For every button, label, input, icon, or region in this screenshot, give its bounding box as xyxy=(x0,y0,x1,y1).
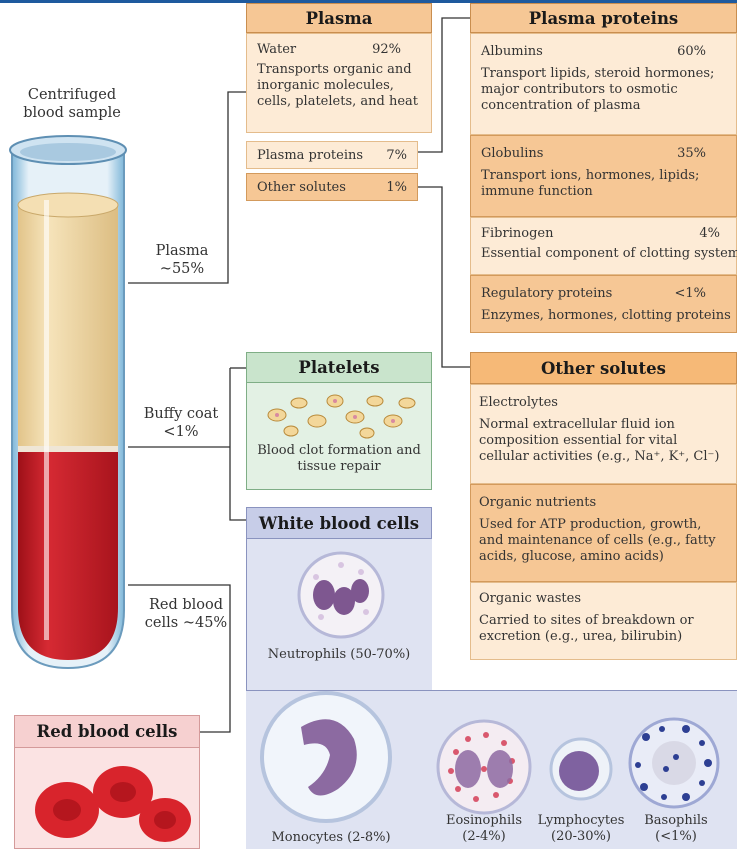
plasma-label: Plasma ~55% xyxy=(150,242,214,278)
plasma-proteins-row: Plasma proteins 7% xyxy=(246,141,418,169)
fibrinogen-pct: 4% xyxy=(699,226,720,242)
water-desc: Transports organic and inorganic molecul… xyxy=(257,62,421,110)
platelets-illustration xyxy=(247,387,431,447)
neutrophil-cell xyxy=(299,553,383,637)
plasma-proteins-pct: 7% xyxy=(386,148,407,164)
albumins-desc: Transport lipids, steroid hormones; majo… xyxy=(481,66,726,114)
eosinophils-label: Eosinophils (2-4%) xyxy=(434,813,534,845)
monocytes-label: Monocytes (2-8%) xyxy=(256,830,406,845)
plasma-proteins-label: Plasma proteins xyxy=(257,148,363,163)
globulins-pct: 35% xyxy=(677,146,706,162)
plasma-composition-panel: Plasma composition Water 92% Transports … xyxy=(246,3,432,210)
monocyte-cell xyxy=(262,693,390,821)
platelets-panel: Platelets Blood clot formation and tissu… xyxy=(246,352,432,490)
other-solutes-header: Other solutes xyxy=(470,352,737,384)
platelets-desc: Blood clot formation and tissue repair xyxy=(257,443,421,475)
wbc-illustrations xyxy=(246,507,737,849)
platelets-header: Platelets xyxy=(247,353,431,383)
basophils-label: Basophils (<1%) xyxy=(631,813,721,845)
globulins-desc: Transport ions, hormones, lipids; immune… xyxy=(481,168,726,200)
fibrinogen-desc: Essential component of clotting system xyxy=(481,246,726,262)
regulatory-pct: <1% xyxy=(674,286,706,302)
plasma-proteins-header: Plasma proteins xyxy=(470,3,737,33)
electrolytes-name: Electrolytes xyxy=(479,395,728,411)
red-blood-cells-header: Red blood cells xyxy=(15,716,199,748)
electrolytes-desc: Normal extracellular fluid ion compositi… xyxy=(479,417,728,465)
globulins-row: Globulins 35% Transport ions, hormones, l… xyxy=(470,135,737,217)
neutrophils-label: Neutrophils (50-70%) xyxy=(246,647,432,662)
water-row: Water 92% Transports organic and inorgan… xyxy=(246,33,432,133)
basophils-name: Basophils xyxy=(631,813,721,829)
plasma-proteins-panel: Plasma proteins Albumins 60% Transport li… xyxy=(470,3,737,333)
fibrinogen-name: Fibrinogen xyxy=(481,226,553,241)
globulins-name: Globulins xyxy=(481,146,543,161)
test-tube xyxy=(10,136,126,668)
white-blood-cells-panel: White blood cells xyxy=(246,507,737,849)
other-solutes-row: Other solutes 1% xyxy=(246,173,418,201)
eosinophils-pct: (2-4%) xyxy=(434,829,534,845)
red-blood-cells-label: Red blood cells ~45% xyxy=(140,596,232,632)
fibrinogen-row: Fibrinogen 4% Essential component of clot… xyxy=(470,217,737,275)
plasma-composition-header: Plasma composition xyxy=(246,3,432,33)
red-blood-cells-illustration xyxy=(15,748,199,848)
regulatory-desc: Enzymes, hormones, clotting proteins xyxy=(481,308,726,324)
water-label: Water xyxy=(257,42,296,57)
water-pct: 92% xyxy=(372,42,401,58)
electrolytes-row: Electrolytes Normal extracellular fluid … xyxy=(470,384,737,484)
eosinophils-name: Eosinophils xyxy=(434,813,534,829)
tube-title: Centrifuged blood sample xyxy=(12,86,132,122)
eosinophil-cell xyxy=(438,721,530,813)
red-blood-cells-panel: Red blood cells xyxy=(14,715,200,849)
regulatory-name: Regulatory proteins xyxy=(481,286,612,301)
regulatory-proteins-row: Regulatory proteins <1% Enzymes, hormones… xyxy=(470,275,737,333)
basophil-cell xyxy=(630,719,718,807)
lymphocytes-label: Lymphocytes (20-30%) xyxy=(531,813,631,845)
other-solutes-label: Other solutes xyxy=(257,180,346,195)
basophils-pct: (<1%) xyxy=(631,829,721,845)
lymphocytes-pct: (20-30%) xyxy=(531,829,631,845)
other-solutes-pct: 1% xyxy=(386,180,407,196)
albumins-name: Albumins xyxy=(481,44,543,59)
albumins-pct: 60% xyxy=(677,44,706,60)
buffy-coat-label: Buffy coat <1% xyxy=(140,405,222,441)
albumins-row: Albumins 60% Transport lipids, steroid ho… xyxy=(470,33,737,135)
lymphocyte-cell xyxy=(551,739,611,799)
lymphocytes-name: Lymphocytes xyxy=(531,813,631,829)
